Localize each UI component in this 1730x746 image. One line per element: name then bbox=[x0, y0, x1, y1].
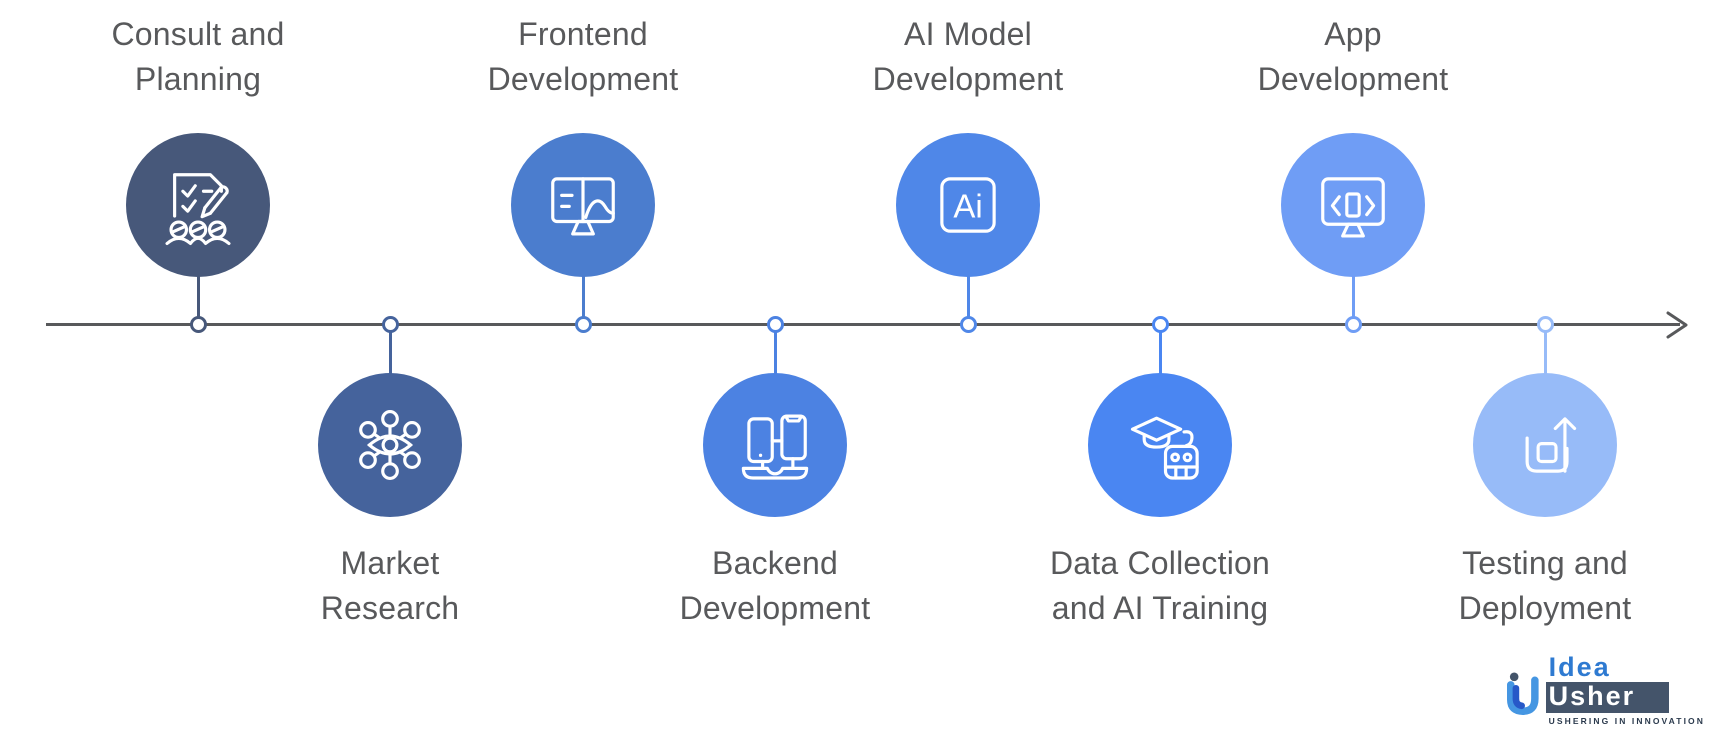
connector-line bbox=[1351, 270, 1355, 320]
network-eye-icon bbox=[359, 410, 421, 480]
timeline-node bbox=[381, 316, 399, 333]
logo-word-usher: Usher bbox=[1545, 682, 1669, 713]
devices-sync-icon bbox=[741, 414, 809, 480]
phase-bubble: Ai bbox=[896, 133, 1040, 277]
timeline-node bbox=[1151, 316, 1169, 333]
timeline-node bbox=[1536, 316, 1554, 333]
timeline-node bbox=[959, 316, 977, 333]
logo-tagline: USHERING IN INNOVATION bbox=[1548, 716, 1705, 726]
connector-line bbox=[966, 270, 970, 320]
connector-line bbox=[1543, 330, 1547, 378]
phase-bubble bbox=[1088, 373, 1232, 517]
timeline-axis bbox=[46, 323, 1680, 326]
phase-bubble bbox=[1281, 133, 1425, 277]
timeline-node bbox=[574, 316, 592, 333]
phase-label: Market Research bbox=[320, 545, 460, 626]
connector-line bbox=[196, 270, 200, 320]
timeline-node bbox=[1344, 316, 1362, 333]
connector-line bbox=[581, 270, 585, 320]
phase-bubble bbox=[126, 133, 270, 277]
robot-graduation-icon bbox=[1130, 416, 1199, 480]
deploy-arrow-icon bbox=[1525, 417, 1577, 473]
svg-text:Ai: Ai bbox=[953, 187, 982, 224]
phase-label: Testing and Deployment bbox=[1458, 545, 1632, 626]
phase-bubble bbox=[318, 373, 462, 517]
ai-badge-icon: Ai bbox=[940, 177, 996, 233]
code-monitor-icon bbox=[1321, 177, 1385, 238]
phase-label: Frontend Development bbox=[487, 16, 679, 97]
timeline-node bbox=[189, 316, 207, 333]
idea-usher-mark-icon bbox=[1507, 672, 1539, 715]
logo-word-idea: Idea bbox=[1548, 652, 1611, 682]
connector-line bbox=[1158, 330, 1162, 378]
idea-usher-logo: Idea Usher USHERING IN INNOVATION bbox=[1505, 652, 1705, 742]
phase-label: Backend Development bbox=[679, 545, 871, 626]
phase-label: App Development bbox=[1257, 16, 1449, 97]
timeline-arrowhead-icon bbox=[1666, 311, 1688, 339]
phase-label: AI Model Development bbox=[872, 16, 1064, 97]
phase-label: Consult and Planning bbox=[111, 16, 285, 97]
phase-bubble bbox=[511, 133, 655, 277]
phase-bubble bbox=[703, 373, 847, 517]
timeline-node bbox=[766, 316, 784, 333]
connector-line bbox=[773, 330, 777, 378]
checklist-people-icon bbox=[165, 173, 231, 246]
wireframe-monitor-icon bbox=[551, 177, 615, 236]
phase-bubble bbox=[1473, 373, 1617, 517]
phase-label: Data Collection and AI Training bbox=[1050, 545, 1270, 626]
connector-line bbox=[388, 330, 392, 378]
